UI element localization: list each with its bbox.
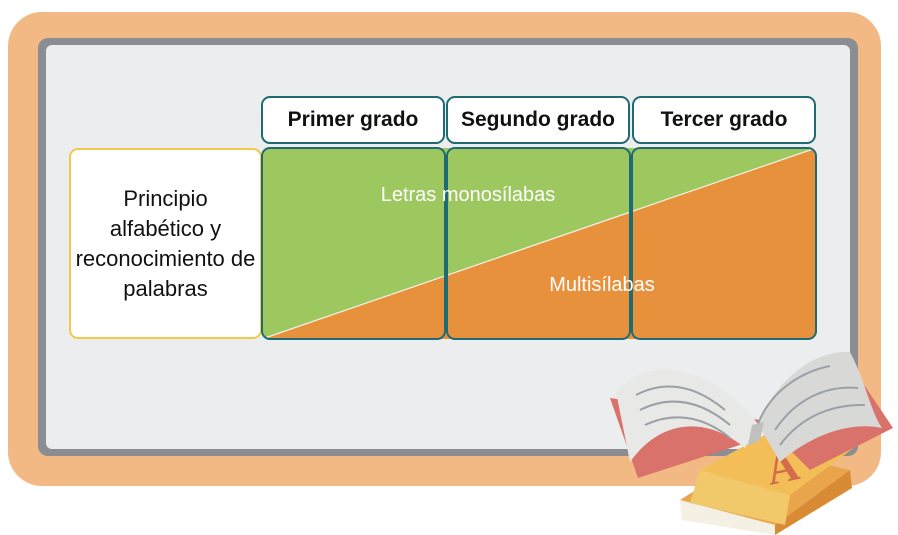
label-multisilabas: Multisílabas	[549, 274, 655, 296]
row-label-text: Principio alfabético y reconocimiento de…	[75, 185, 256, 301]
header-tercer-grado: Tercer grado	[632, 96, 816, 144]
header-segundo-grado: Segundo grado	[446, 96, 630, 144]
open-book-icon: A	[610, 351, 893, 535]
cell-segundo-grado	[446, 147, 631, 340]
header-primer-grado: Primer grado	[261, 96, 445, 144]
label-letras-monosilabas: Letras monosílabas	[381, 184, 556, 206]
area-divider-line	[261, 147, 817, 340]
cell-tercer-grado	[631, 147, 817, 340]
cell-primer-grado	[261, 147, 446, 340]
